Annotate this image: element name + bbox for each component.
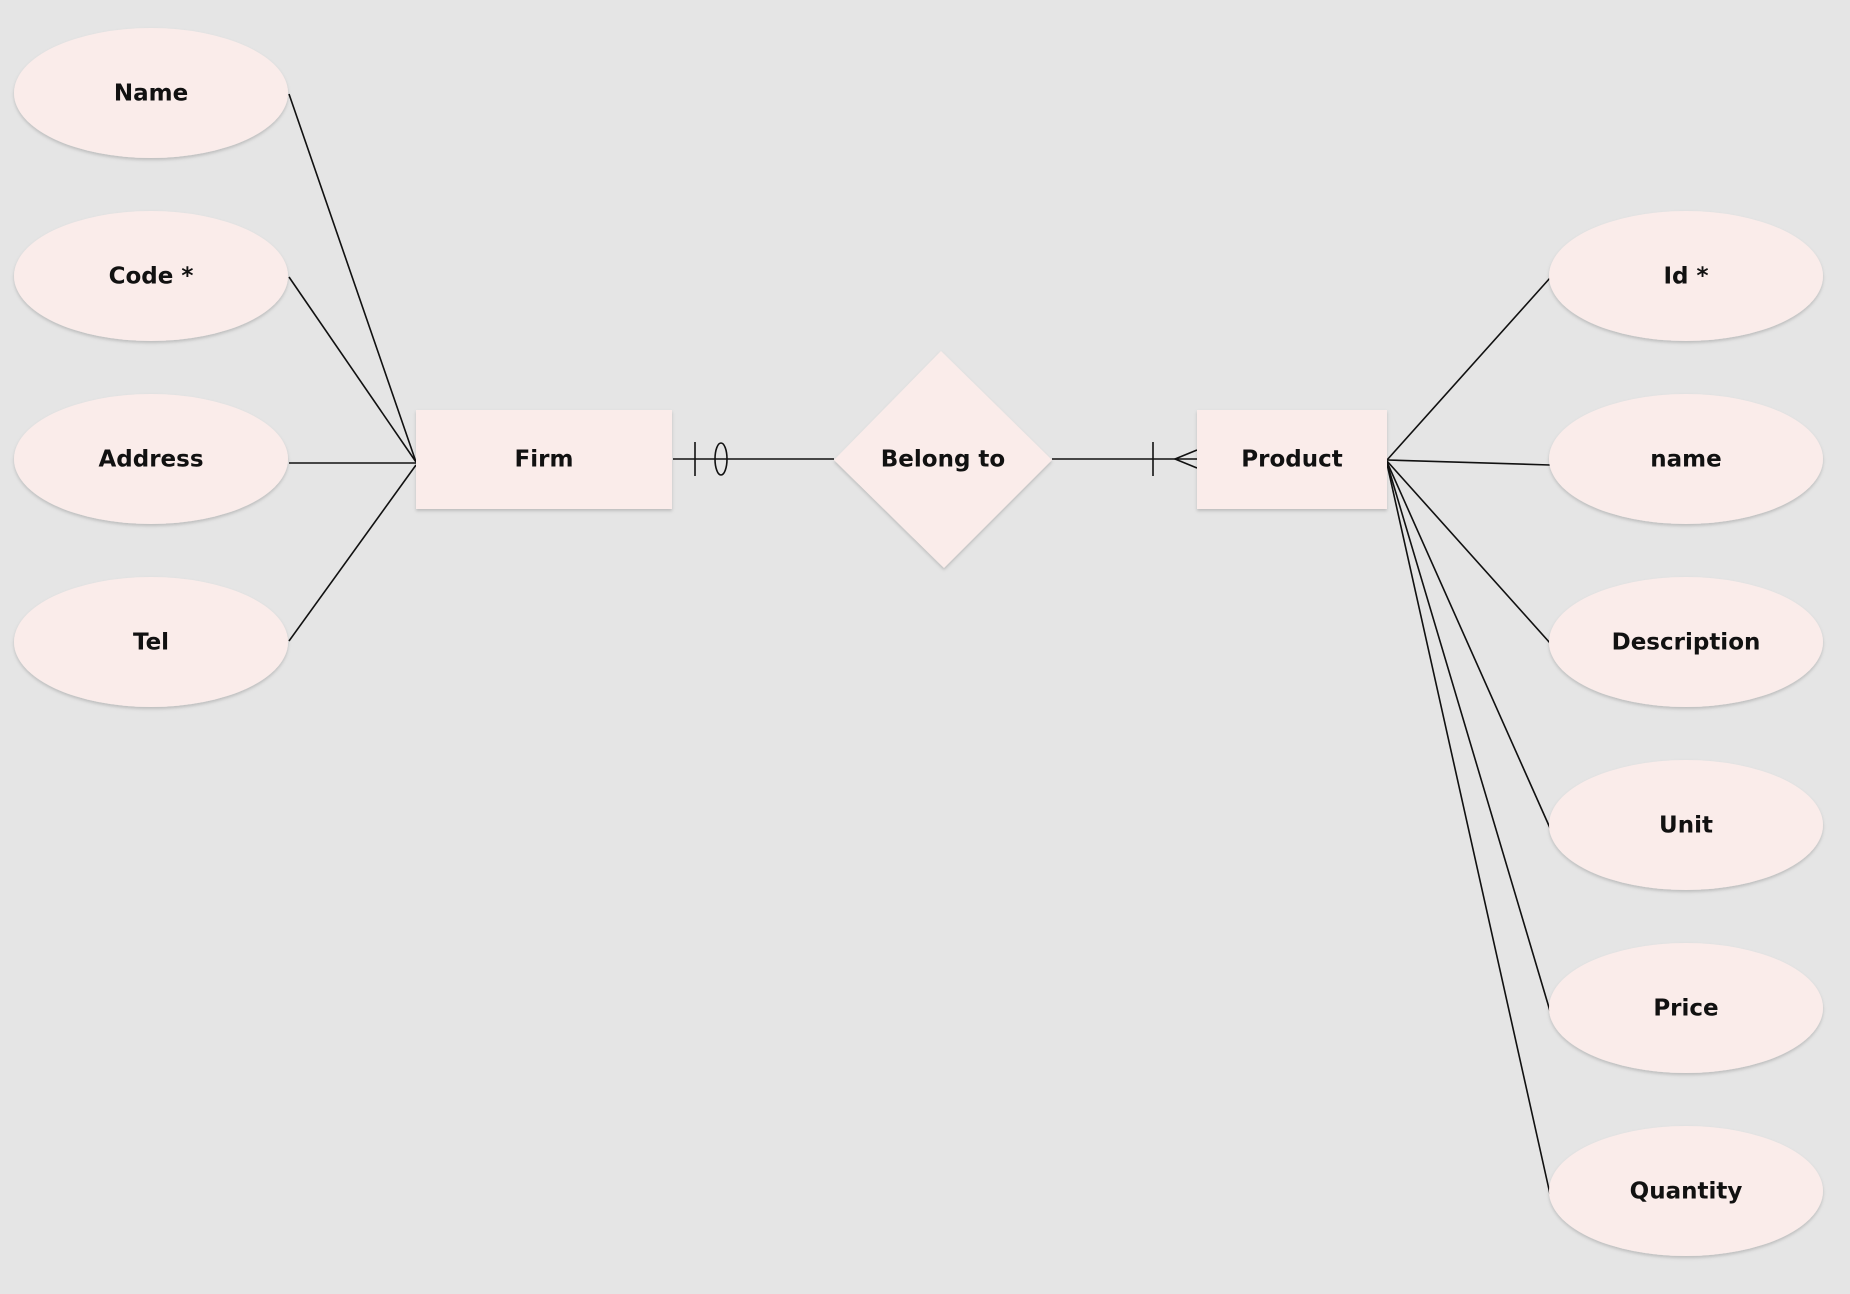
entity-label: Product — [1241, 447, 1342, 473]
attribute-label: Name — [114, 81, 188, 107]
connector-product-name — [1386, 459, 1551, 466]
attribute-unit[interactable]: Unit — [1549, 760, 1823, 890]
connector-product-quantity — [1386, 463, 1551, 1195]
connector-firm-code — [288, 276, 417, 463]
attribute-label: Unit — [1659, 813, 1713, 839]
entity-product[interactable]: Product — [1197, 410, 1387, 509]
attribute-label: Tel — [133, 630, 169, 656]
connector-firm-name — [288, 93, 417, 463]
attribute-ellipse — [1549, 394, 1823, 524]
attribute-name[interactable]: Name — [14, 28, 288, 158]
attribute-code[interactable]: Code * — [14, 211, 288, 341]
attribute-ellipse — [14, 577, 288, 707]
cardinality-one-or-many-marker — [1152, 442, 1198, 476]
attribute-description[interactable]: Description — [1549, 577, 1823, 707]
attribute-ellipse — [1549, 760, 1823, 890]
relationship-diamond — [834, 351, 1052, 568]
attribute-label: Quantity — [1630, 1179, 1743, 1205]
connector-product-description — [1386, 460, 1551, 644]
entity-label: Firm — [515, 447, 574, 473]
connector-product-price — [1386, 462, 1551, 1012]
attribute-ellipse — [14, 394, 288, 524]
relationship-belong-to[interactable]: Belong to — [834, 351, 1052, 568]
attribute-label: Id * — [1663, 264, 1708, 290]
attribute-product-name[interactable]: name — [1549, 394, 1823, 524]
attribute-label: Price — [1653, 996, 1718, 1022]
entity-firm[interactable]: Firm — [416, 410, 672, 509]
attribute-label: name — [1650, 447, 1721, 473]
attribute-address[interactable]: Address — [14, 394, 288, 524]
firm-attribute-connectors — [288, 93, 417, 642]
connector-product-unit — [1386, 461, 1551, 829]
connector-firm-tel — [288, 464, 417, 642]
attribute-ellipse — [1549, 943, 1823, 1073]
product-attribute-connectors — [1386, 277, 1551, 1195]
attribute-ellipse — [1549, 211, 1823, 341]
attribute-ellipse — [14, 211, 288, 341]
attribute-ellipse — [14, 28, 288, 158]
attribute-id[interactable]: Id * — [1549, 211, 1823, 341]
product-attributes: Id * name Description Unit Price Quantit… — [1549, 211, 1823, 1256]
cardinality-crows-foot — [1172, 449, 1198, 469]
attribute-price[interactable]: Price — [1549, 943, 1823, 1073]
entity-box — [1197, 410, 1387, 509]
attribute-label: Description — [1612, 630, 1761, 656]
cardinality-zero-circle — [714, 442, 728, 476]
attribute-ellipse — [1549, 577, 1823, 707]
attribute-label: Address — [98, 447, 203, 473]
attribute-tel[interactable]: Tel — [14, 577, 288, 707]
relationship-label: Belong to — [881, 447, 1005, 473]
firm-attributes: Name Code * Address Tel — [14, 28, 288, 707]
connector-product-id — [1386, 277, 1551, 461]
cardinality-zero-or-one-marker — [694, 442, 728, 476]
attribute-ellipse — [1549, 1126, 1823, 1256]
entity-box — [416, 410, 672, 509]
attribute-quantity[interactable]: Quantity — [1549, 1126, 1823, 1256]
attribute-label: Code * — [109, 264, 194, 290]
